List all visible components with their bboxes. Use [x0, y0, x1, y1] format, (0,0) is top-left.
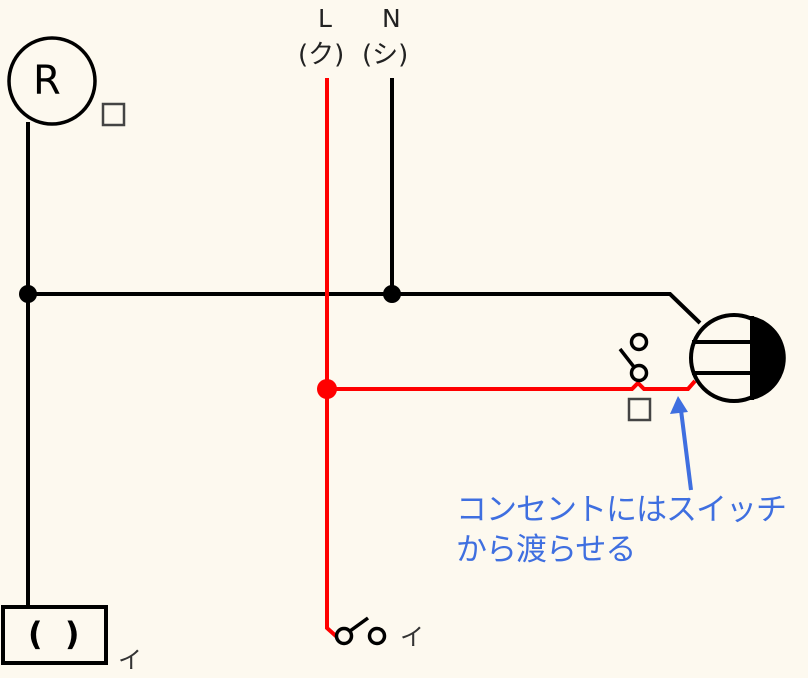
ceiling-fixture-tag: イ	[118, 646, 142, 674]
junction-dot-left	[19, 285, 37, 303]
annotation-line-2: から渡らせる	[456, 532, 636, 568]
junction-dot-red	[317, 379, 337, 399]
lamp-symbol-letter: R	[33, 58, 61, 104]
lamp-tag-box	[101, 102, 126, 127]
junction-dot-neutral	[383, 285, 401, 303]
ceiling-fixture-box	[1, 605, 108, 665]
wire-horizontal-black	[28, 292, 702, 325]
neutral-label: N	[382, 4, 401, 33]
ceiling-fixture-symbol: ( )	[28, 615, 80, 653]
switch-symbol-outlet	[618, 332, 649, 383]
neutral-sub-label: (シ)	[362, 40, 409, 70]
annotation-arrow	[670, 396, 693, 491]
outlet-symbol	[689, 313, 786, 403]
switch-outlet-tag-box	[627, 397, 652, 422]
switch-symbol-bottom	[334, 616, 387, 646]
wire-line-red	[325, 78, 339, 639]
line-sub-label: (ク)	[298, 40, 345, 70]
annotation-line-1: コンセントにはスイッチ	[456, 492, 787, 528]
wire-red-horizontal	[327, 379, 697, 391]
lamp-symbol	[7, 36, 97, 126]
line-label: L	[318, 4, 332, 33]
switch-bottom-tag: イ	[400, 623, 424, 651]
